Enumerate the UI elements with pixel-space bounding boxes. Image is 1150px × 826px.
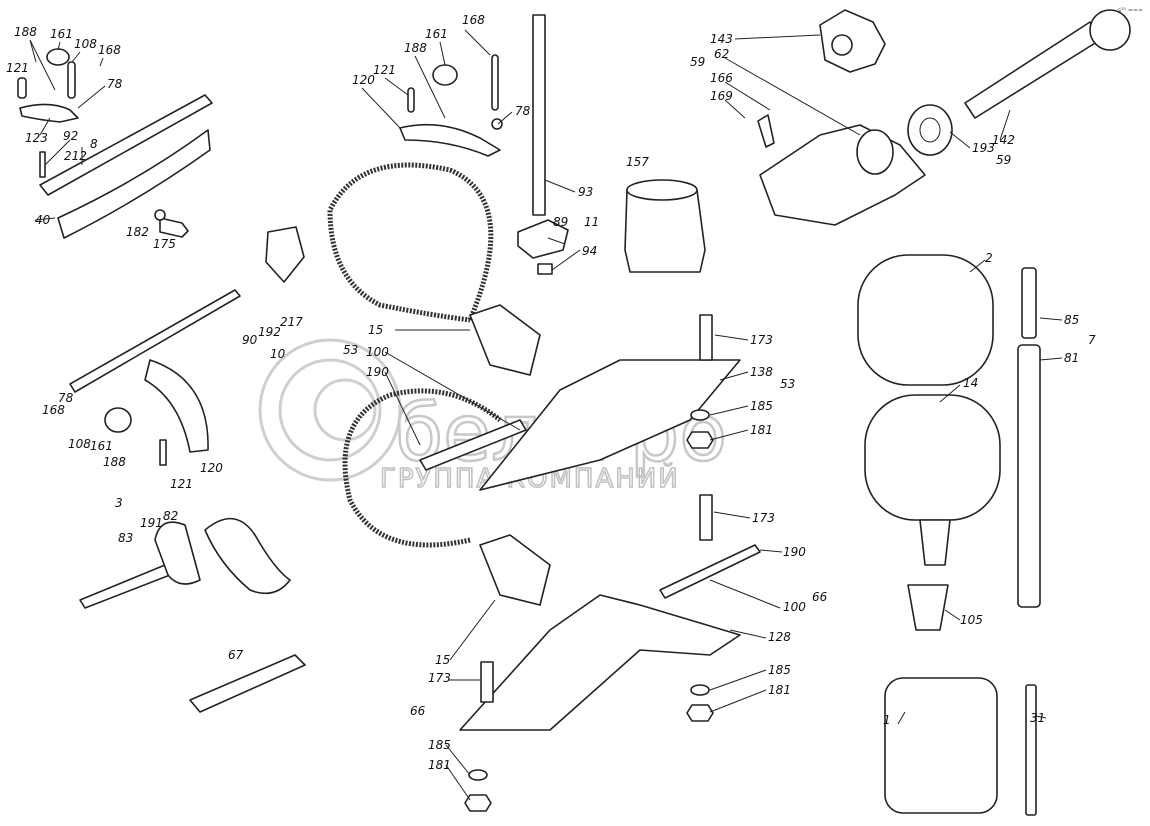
label: 7 — [1088, 333, 1096, 347]
label: 15 — [368, 323, 383, 337]
label: 59 — [690, 55, 705, 69]
part-containers — [857, 254, 1041, 816]
label: 212 — [64, 149, 87, 163]
label: 168 — [42, 403, 65, 417]
leader-lines — [29, 29, 1063, 801]
label: 89 — [553, 215, 568, 229]
part-cables — [327, 162, 551, 606]
label: 66 — [410, 704, 426, 718]
label: 121 — [6, 61, 29, 75]
label: 157 — [626, 155, 649, 169]
label: 182 — [126, 225, 149, 239]
label: 166 — [710, 71, 733, 85]
label: 14 — [963, 376, 978, 390]
part-screw-puller — [757, 9, 1131, 226]
label: 1 — [883, 713, 891, 727]
label: 173 — [428, 671, 451, 685]
label: 121 — [373, 63, 396, 77]
label: 31 — [1030, 711, 1045, 725]
label: 40 — [35, 213, 51, 227]
label: 169 — [710, 89, 733, 103]
label: 62 — [714, 47, 729, 61]
label: 92 — [63, 129, 78, 143]
label: 193 — [972, 141, 995, 155]
label: 217 — [280, 315, 303, 329]
label: 138 — [750, 365, 773, 379]
label: 100 — [783, 600, 806, 614]
label: 188 — [14, 25, 37, 39]
corner-mark: s²⁵ ≈≈≈ — [1118, 7, 1143, 14]
label: 190 — [783, 545, 806, 559]
label: 2 — [985, 251, 993, 265]
label: 66 — [812, 590, 828, 604]
label: 190 — [366, 365, 389, 379]
part-labels: 188 161 108 168 121 78 123 92 8 212 40 1… — [6, 13, 1096, 772]
label: 3 — [115, 496, 123, 510]
label: 82 — [163, 509, 178, 523]
label: 173 — [752, 511, 775, 525]
part-bracket-53 — [419, 314, 741, 491]
part-rod-assembly — [69, 226, 305, 466]
label: 143 — [710, 32, 733, 46]
label: 15 — [435, 653, 450, 667]
label: 161 — [90, 439, 113, 453]
label: 90 — [242, 333, 258, 347]
label: 173 — [750, 333, 773, 347]
label: 108 — [68, 437, 91, 451]
label: 85 — [1064, 313, 1079, 327]
label: 185 — [768, 663, 791, 677]
label: 168 — [98, 43, 121, 57]
label: 128 — [768, 630, 791, 644]
label: 175 — [153, 237, 176, 251]
label: 78 — [515, 104, 531, 118]
label: 53 — [343, 343, 358, 357]
label: 168 — [462, 13, 485, 27]
label: 121 — [170, 477, 193, 491]
label: 100 — [366, 345, 389, 359]
label: 120 — [352, 73, 375, 87]
label: 161 — [425, 27, 448, 41]
label: 185 — [428, 738, 451, 752]
label: 81 — [1064, 351, 1079, 365]
part-shackle — [79, 517, 306, 713]
label: 78 — [107, 77, 123, 91]
label: 53 — [780, 377, 795, 391]
label: 191 — [140, 516, 163, 530]
label: 59 — [996, 153, 1011, 167]
label: 161 — [50, 27, 73, 41]
label: 93 — [578, 185, 593, 199]
part-pin-set — [399, 14, 706, 275]
label: 181 — [750, 423, 773, 437]
label: 181 — [428, 758, 451, 772]
label: 188 — [404, 41, 427, 55]
label: 10 — [270, 347, 286, 361]
label: 123 — [25, 131, 48, 145]
label: 78 — [58, 391, 74, 405]
label: 105 — [960, 613, 983, 627]
label: 181 — [768, 683, 791, 697]
label: 94 — [582, 244, 597, 258]
label: 192 — [258, 325, 281, 339]
label: 142 — [992, 133, 1015, 147]
label: 188 — [103, 455, 126, 469]
part-bracket-66 — [459, 494, 761, 812]
label: 8 — [90, 137, 98, 151]
label: 83 — [118, 531, 133, 545]
label: 120 — [200, 461, 223, 475]
label: 11 — [584, 215, 599, 229]
label: 185 — [750, 399, 773, 413]
label: 67 — [228, 648, 244, 662]
label: 108 — [74, 37, 97, 51]
